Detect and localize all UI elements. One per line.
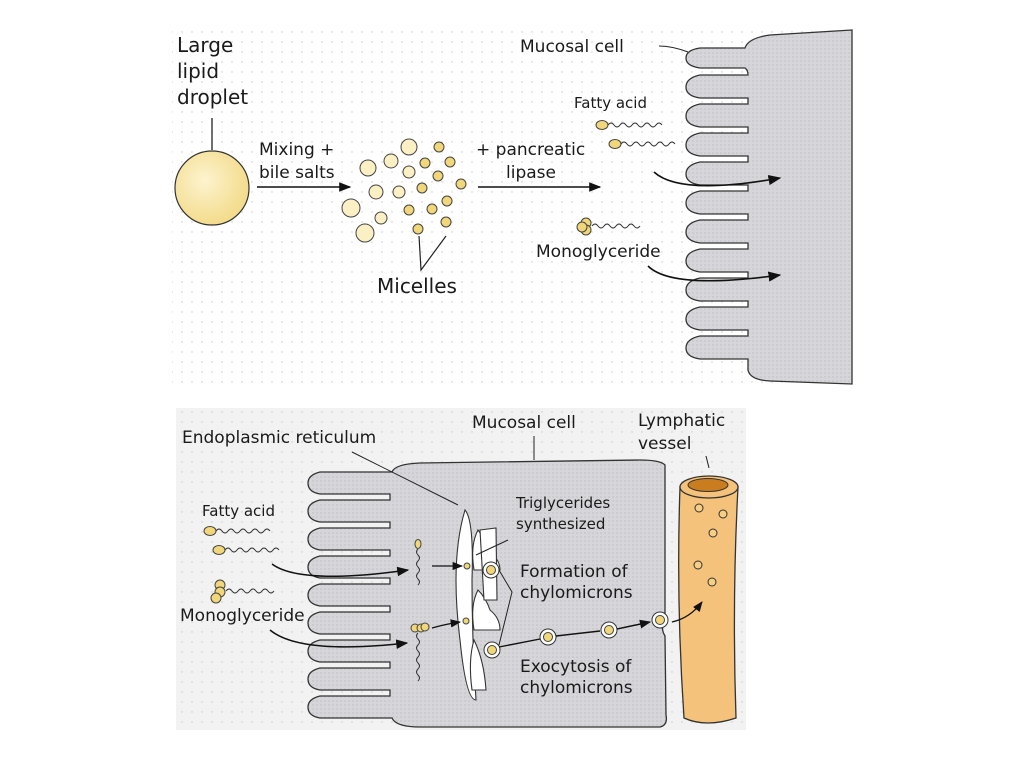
chylomicron xyxy=(655,615,665,625)
large-lipid-droplet-label-line3: droplet xyxy=(177,85,248,109)
fatty-acid-head xyxy=(608,139,622,149)
top-fatty-acid-label: Fatty acid xyxy=(574,94,647,112)
lipase-label-line2: lipase xyxy=(506,163,556,183)
formation-label-line2: chylomicrons xyxy=(520,583,633,603)
lymphatic-vessel xyxy=(678,475,739,724)
intracellular-fatty-acid-head xyxy=(414,539,422,549)
vessel-chylomicron xyxy=(694,503,704,513)
bottom-fatty-acid-label: Fatty acid xyxy=(202,502,275,520)
micelle xyxy=(374,211,388,225)
bottom-panel: Endoplasmic reticulum Mucosal cell Lymph… xyxy=(176,408,746,730)
chylomicron xyxy=(604,625,614,635)
micelle xyxy=(455,178,467,190)
bottom-monoglyceride-arrow xyxy=(269,629,409,649)
triglycerides-label-line1: Triglycerides xyxy=(515,494,610,512)
endoplasmic-reticulum-label: Endoplasmic reticulum xyxy=(182,428,376,448)
fatty-acid-tail xyxy=(620,141,676,147)
monoglyceride-uptake-arrow xyxy=(647,265,782,282)
vessel-entry-arrow xyxy=(671,601,703,623)
large-lipid-droplet xyxy=(174,150,250,226)
exocytosis-arrow xyxy=(616,619,652,630)
triglyceride-droplet xyxy=(463,562,471,570)
micelle xyxy=(359,159,377,177)
chylomicron xyxy=(543,632,553,642)
top-mucosal-cell-leader xyxy=(658,45,689,53)
triglyceride-droplet xyxy=(462,617,470,625)
mixing-label-line1: Mixing + xyxy=(259,140,334,160)
er-leader-line xyxy=(351,451,459,506)
fatty-acid-tail xyxy=(607,122,663,128)
top-panel: Large lipid droplet Mixing + bile salts xyxy=(172,28,853,388)
intracellular-monoglyceride xyxy=(410,622,430,633)
bottom-monoglyceride-molecule xyxy=(210,579,275,604)
micelle xyxy=(416,182,428,194)
intracellular-fatty-acid-tail xyxy=(416,548,420,586)
lipase-label-line1: + pancreatic xyxy=(476,140,585,160)
micelle xyxy=(403,204,415,216)
bottom-monoglyceride-label: Monoglyceride xyxy=(180,606,305,626)
vessel-chylomicron xyxy=(718,509,728,519)
top-mucosal-cell xyxy=(685,29,853,385)
fatty-acid-uptake-arrow xyxy=(653,171,782,187)
vessel-chylomicron xyxy=(707,577,717,587)
micelle xyxy=(341,198,361,218)
vessel-lumen xyxy=(687,478,729,492)
vessel-chylomicron xyxy=(708,528,718,538)
chylomicron xyxy=(487,645,497,655)
bottom-fatty-acid-arrow xyxy=(271,563,410,577)
top-monoglyceride-label: Monoglyceride xyxy=(536,242,661,262)
micelle xyxy=(392,185,406,199)
large-lipid-droplet-label-line2: lipid xyxy=(177,59,219,83)
micelle xyxy=(441,195,453,207)
triglycerides-label-line2: synthesized xyxy=(516,515,605,533)
micelles-cluster xyxy=(341,138,467,243)
micelles-leader-line xyxy=(418,235,447,272)
triglycerides-leader xyxy=(475,539,509,556)
formation-leader xyxy=(498,569,513,646)
top-fatty-acid-molecule-1 xyxy=(595,120,663,130)
micelle xyxy=(400,138,418,156)
micelle xyxy=(444,156,456,168)
lymphatic-leader-line xyxy=(705,455,710,469)
exocytosis-label-line1: Exocytosis of xyxy=(520,657,632,677)
vessel-chylomicron xyxy=(693,560,703,570)
micelle xyxy=(433,141,445,153)
top-mucosal-cell-label: Mucosal cell xyxy=(520,37,624,57)
micelle xyxy=(402,165,416,179)
bottom-fatty-acid-molecule-2 xyxy=(212,545,280,555)
bottom-fatty-acid-molecule-1 xyxy=(203,526,271,536)
exocytosis-label-line2: chylomicrons xyxy=(520,678,633,698)
micelle xyxy=(432,170,444,182)
top-monoglyceride-molecule xyxy=(576,217,641,236)
formation-label-line1: Formation of xyxy=(520,562,629,582)
mixing-label-line2: bile salts xyxy=(259,163,335,183)
intracellular-monoglyceride-tail xyxy=(416,632,420,682)
fatty-acid-head xyxy=(595,120,609,130)
top-fatty-acid-molecule-2 xyxy=(608,139,676,149)
er-entry-arrow-2 xyxy=(431,619,462,629)
lymphatic-vessel-label-line2: vessel xyxy=(638,434,691,454)
lymphatic-vessel-label-line1: Lymphatic xyxy=(638,411,725,431)
micelle xyxy=(368,184,384,200)
chylomicron xyxy=(486,565,496,575)
micelle xyxy=(440,216,452,228)
chylomicrons xyxy=(482,561,669,659)
micelle xyxy=(419,157,431,169)
bottom-mucosal-cell-label: Mucosal cell xyxy=(472,413,576,433)
micelles-label: Micelles xyxy=(377,274,457,298)
micelle xyxy=(383,153,399,169)
large-lipid-droplet-label-line1: Large xyxy=(177,33,233,57)
micelle xyxy=(355,223,375,243)
micelle xyxy=(412,223,424,235)
micelle xyxy=(426,203,438,215)
monoglyceride-tail xyxy=(591,223,641,229)
